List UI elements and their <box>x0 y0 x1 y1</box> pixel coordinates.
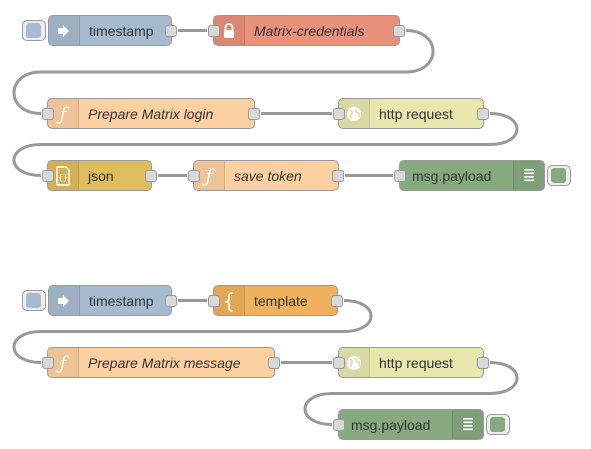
debug-node-msg-payload[interactable]: msg.payload <box>333 409 510 440</box>
node-label: Prepare Matrix login <box>88 105 214 122</box>
node-label: msg.payload <box>351 416 431 433</box>
input-port[interactable] <box>42 107 54 120</box>
input-port[interactable] <box>333 107 345 120</box>
lock-icon <box>214 16 245 45</box>
debug-toggle-button[interactable] <box>486 414 510 435</box>
input-port[interactable] <box>42 169 54 182</box>
function-node-save-token[interactable]: ƒ save token <box>188 160 344 191</box>
arrow-in-icon <box>49 286 80 315</box>
debug-node-msg-payload[interactable]: msg.payload <box>394 160 571 191</box>
globe-icon <box>339 348 370 377</box>
template-node-template[interactable]: { template <box>208 285 343 316</box>
svg-text:ƒ: ƒ <box>56 104 70 124</box>
output-port[interactable] <box>331 294 343 307</box>
list-icon <box>513 161 544 190</box>
node-label: timestamp <box>89 292 154 309</box>
output-port[interactable] <box>332 169 344 182</box>
node-label: save token <box>234 167 302 184</box>
svg-text:ƒ: ƒ <box>56 353 70 373</box>
output-port[interactable] <box>393 24 405 37</box>
arrow-in-icon <box>49 16 80 45</box>
input-port[interactable] <box>333 356 345 369</box>
node-label: timestamp <box>89 22 154 39</box>
output-port[interactable] <box>268 356 280 369</box>
svg-text:{: { <box>223 290 236 312</box>
node-label: http request <box>379 354 453 371</box>
inject-trigger-button[interactable] <box>22 20 46 41</box>
output-port[interactable] <box>477 356 489 369</box>
node-label: msg.payload <box>412 167 492 184</box>
input-port[interactable] <box>394 169 406 182</box>
inject-node-timestamp[interactable]: timestamp <box>22 285 177 316</box>
function-node-prepare-matrix-message[interactable]: ƒ Prepare Matrix message <box>42 347 280 378</box>
node-label: http request <box>379 105 453 122</box>
output-port[interactable] <box>477 107 489 120</box>
node-label: json <box>88 167 114 184</box>
function-node-prepare-matrix-login[interactable]: ƒ Prepare Matrix login <box>42 98 260 129</box>
credentials-node-matrix-credentials[interactable]: Matrix-credentials <box>208 15 405 46</box>
list-icon <box>452 410 483 439</box>
node-label: Matrix-credentials <box>254 22 365 39</box>
input-port[interactable] <box>42 356 54 369</box>
inject-node-timestamp[interactable]: timestamp <box>22 15 177 46</box>
input-port[interactable] <box>208 294 220 307</box>
debug-toggle-button[interactable] <box>547 165 571 186</box>
node-label: template <box>254 292 308 309</box>
input-port[interactable] <box>188 169 200 182</box>
output-port[interactable] <box>165 294 177 307</box>
output-port[interactable] <box>248 107 260 120</box>
output-port[interactable] <box>165 24 177 37</box>
inject-trigger-button[interactable] <box>22 290 46 311</box>
http-node-http-request[interactable]: http request <box>333 98 489 129</box>
svg-text:ƒ: ƒ <box>202 166 216 186</box>
input-port[interactable] <box>208 24 220 37</box>
output-port[interactable] <box>145 169 157 182</box>
node-label: Prepare Matrix message <box>88 354 241 371</box>
json-node-json[interactable]: {} json <box>42 160 157 191</box>
input-port[interactable] <box>333 418 345 431</box>
http-node-http-request[interactable]: http request <box>333 347 489 378</box>
svg-text:{}: {} <box>58 173 68 182</box>
